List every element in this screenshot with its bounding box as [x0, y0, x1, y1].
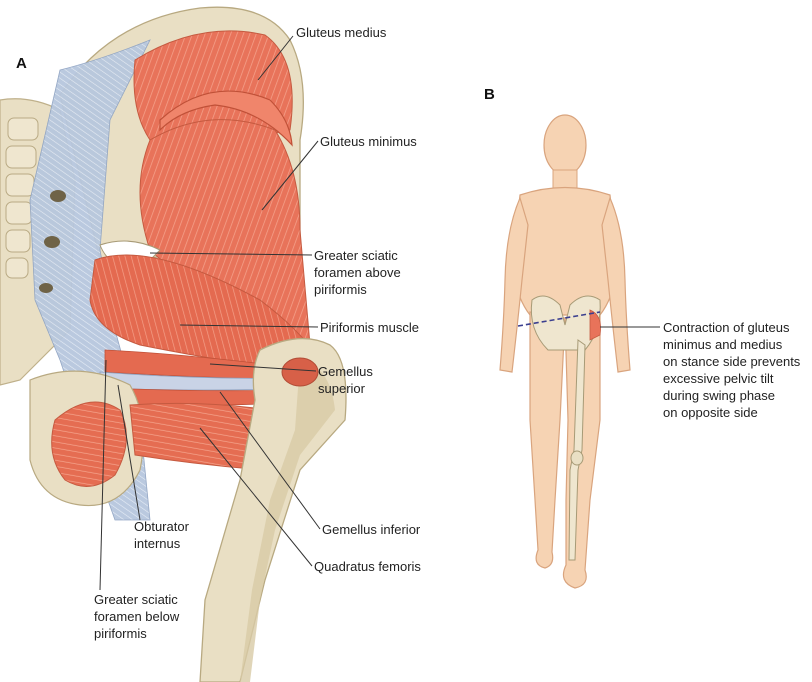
panel-label-a: A	[16, 55, 27, 72]
label-gsf-below: Greater sciatic foramen below piriformis	[94, 591, 179, 642]
figure-knee	[571, 451, 583, 465]
figure-torso	[512, 188, 618, 316]
label-gemellus-superior-line-2: superior	[318, 380, 373, 397]
note-line-6: on opposite side	[663, 404, 800, 421]
obturator-internus-belly	[52, 402, 127, 486]
greater-trochanter-insertion	[282, 358, 318, 386]
label-obturator-internus-line-1: Obturator	[134, 518, 189, 535]
label-quadratus-femoris: Quadratus femoris	[314, 558, 421, 575]
label-gsf-below-line-3: piriformis	[94, 625, 179, 642]
label-gsf-above-line-1: Greater sciatic	[314, 247, 401, 264]
note-line-5: during swing phase	[663, 387, 800, 404]
label-gemellus-superior-line-1: Gemellus	[318, 363, 373, 380]
label-gsf-above: Greater sciatic foramen above piriformis	[314, 247, 401, 298]
label-gluteus-minimus: Gluteus minimus	[320, 133, 417, 150]
label-gsf-below-line-2: foramen below	[94, 608, 179, 625]
label-gsf-above-line-3: piriformis	[314, 281, 401, 298]
figure-head	[544, 115, 586, 175]
label-gemellus-inferior: Gemellus inferior	[322, 521, 420, 538]
label-gluteus-medius: Gluteus medius	[296, 24, 386, 41]
note-line-1: Contraction of gluteus	[663, 319, 800, 336]
label-contraction-note: Contraction of gluteus minimus and mediu…	[663, 319, 800, 421]
label-obturator-internus: Obturator internus	[134, 518, 189, 552]
note-line-3: on stance side prevents	[663, 353, 800, 370]
figure-neck	[553, 170, 577, 188]
label-obturator-internus-line-2: internus	[134, 535, 189, 552]
label-gsf-below-line-1: Greater sciatic	[94, 591, 179, 608]
label-piriformis: Piriformis muscle	[320, 319, 419, 336]
note-line-4: excessive pelvic tilt	[663, 370, 800, 387]
label-gemellus-superior: Gemellus superior	[318, 363, 373, 397]
panel-label-b: B	[484, 86, 495, 103]
hip-anatomy-illustration	[0, 7, 346, 682]
note-line-2: minimus and medius	[663, 336, 800, 353]
label-gsf-above-line-2: foramen above	[314, 264, 401, 281]
standing-figure-illustration	[500, 115, 660, 588]
